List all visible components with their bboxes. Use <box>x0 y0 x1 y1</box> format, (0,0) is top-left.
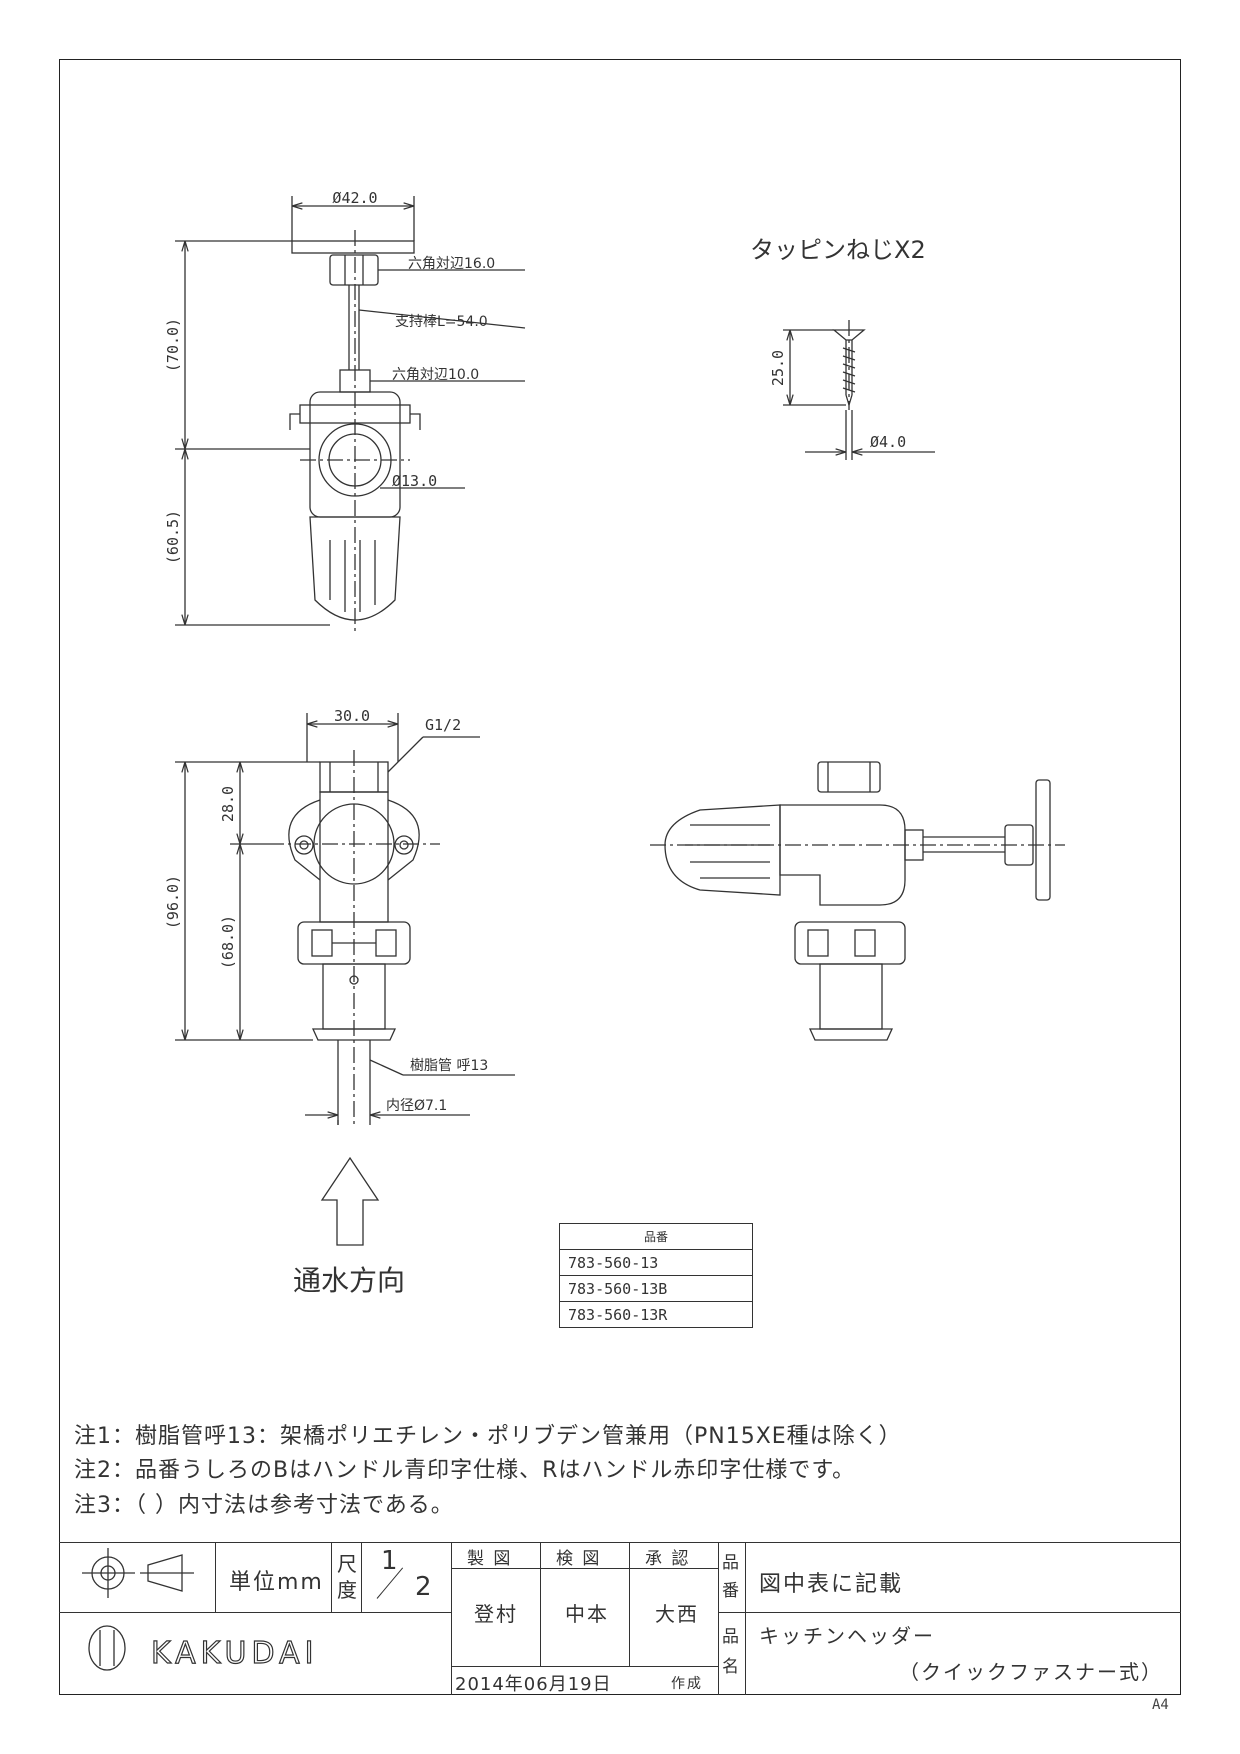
note-2: 注2：品番うしろのBはハンドル青印字仕様、Rはハンドル赤印字仕様です。 <box>74 1458 856 1483</box>
hex-16-label: 六角対辺16.0 <box>408 256 495 272</box>
product-name-sub: （クイックファスナー式） <box>899 1660 1163 1684</box>
flow-direction-label: 通水方向 <box>293 1264 405 1297</box>
screw-length-label: 25.0 <box>769 350 787 386</box>
support-rod-label: 支持棒L=54.0 <box>395 314 488 330</box>
drafted-label: 製 図 <box>467 1549 513 1569</box>
side-body <box>779 804 906 906</box>
scale-numerator: 1 <box>381 1546 400 1576</box>
product-name: キッチンヘッダー <box>759 1624 935 1648</box>
tapping-screw <box>783 320 935 460</box>
part-row-2: 783-560-13B <box>559 1275 753 1302</box>
front-view <box>175 713 515 1125</box>
approved-label: 承 認 <box>645 1549 691 1569</box>
part-row-3: 783-560-13R <box>559 1301 753 1328</box>
note-1: 注1：樹脂管呼13：架橋ポリエチレン・ポリブデン管兼用（PN15XE種は除く） <box>74 1424 902 1449</box>
part-no-label-2: 番 <box>722 1581 741 1601</box>
dim-96-label: (96.0) <box>164 875 182 929</box>
approved-by: 大西 <box>655 1602 699 1626</box>
dim-70-label: (70.0) <box>164 318 182 372</box>
name-label-2: 名 <box>722 1657 741 1677</box>
dim-28-label: 28.0 <box>219 786 237 822</box>
pipe-label: 樹脂管 呼13 <box>410 1058 488 1074</box>
side-view <box>650 761 1065 1041</box>
handle <box>309 516 401 621</box>
part-no-label-1: 品 <box>722 1553 741 1573</box>
company-name: KAKUDAI <box>150 1635 319 1671</box>
note-3: 注3：（ ）内寸法は参考寸法である。 <box>74 1493 454 1518</box>
dim-68-label: (68.0) <box>219 915 237 969</box>
drawing-date: 2014年06月19日 <box>455 1674 612 1695</box>
hex-10-label: 六角対辺10.0 <box>392 367 479 383</box>
date-suffix: 作成 <box>671 1676 703 1692</box>
paper-size: A4 <box>1152 1697 1169 1713</box>
top-view <box>175 196 526 635</box>
part-row-1: 783-560-13 <box>559 1249 753 1276</box>
drafted-by: 登村 <box>474 1602 518 1626</box>
mounting-plate <box>291 240 415 254</box>
dia-13-label: Ø13.0 <box>392 472 437 490</box>
hex-nut-16 <box>329 254 379 286</box>
checked-label: 検 図 <box>556 1549 602 1569</box>
width-30-label: 30.0 <box>334 707 370 725</box>
dim-60-5-label: (60.5) <box>164 510 182 564</box>
drawing-frame <box>59 59 1181 1695</box>
screw-title: タッピンねじX2 <box>750 236 926 264</box>
scale-label-2: 度 <box>337 1578 359 1602</box>
screw-dia-label: Ø4.0 <box>870 433 906 451</box>
part-table-header: 品番 <box>559 1223 753 1250</box>
kakudai-logo-mark <box>88 1625 126 1671</box>
part-number-table: 品番 783-560-13 783-560-13B 783-560-13R <box>559 1223 753 1328</box>
flow-arrow <box>320 1156 380 1246</box>
scale-denominator: 2 <box>415 1572 434 1602</box>
name-label-1: 品 <box>722 1627 741 1647</box>
title-block: 単位mm 尺 度 1 2 製 図 検 図 承 認 登村 中本 大西 2014年0… <box>59 1542 1181 1695</box>
scale-label-1: 尺 <box>337 1552 359 1576</box>
part-no-value: 図中表に記載 <box>759 1572 904 1597</box>
side-handle <box>664 804 781 896</box>
third-angle-projection-symbol <box>82 1548 194 1598</box>
checked-by: 中本 <box>565 1602 609 1626</box>
thread-label: G1/2 <box>425 716 461 734</box>
inner-dia-label: 内径Ø7.1 <box>386 1098 447 1114</box>
dim-42-label: Ø42.0 <box>332 189 377 207</box>
unit-label: 単位mm <box>229 1570 324 1595</box>
